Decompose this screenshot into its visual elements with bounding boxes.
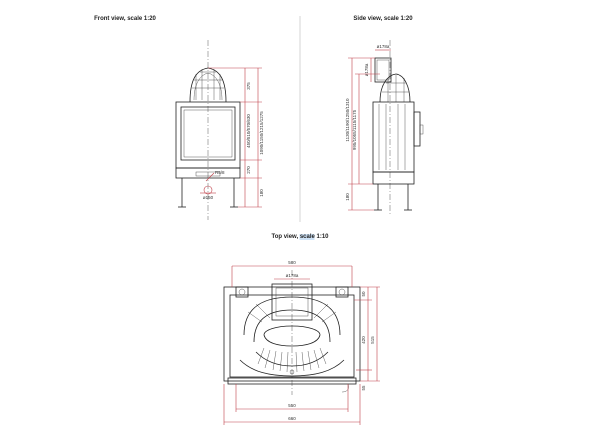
top-front-arc (239, 359, 345, 377)
top-radial-rib (247, 311, 263, 323)
dim-label-r: R5/8 (215, 170, 225, 175)
dim-label-180: 180 (259, 189, 264, 197)
top-grate-rib (279, 351, 283, 372)
top-bracket-hole (338, 288, 346, 296)
top-cable (341, 383, 349, 393)
top-view-drawing (223, 270, 361, 395)
top-bracket-hole (238, 288, 246, 296)
dim-label-top-duct: ø178a (286, 273, 299, 278)
dim-label-heights: 450/510/570/630 (246, 114, 251, 148)
top-front-plate (227, 377, 357, 385)
top-flue-inner (275, 287, 309, 317)
front-air-inlet (203, 185, 213, 195)
top-view-title-selected: scale (299, 234, 315, 240)
dim-label-side-180: 180 (345, 193, 350, 201)
top-radial-rib (313, 303, 329, 319)
top-grate-rib (264, 349, 271, 369)
top-firebox-outer-arc (243, 296, 341, 336)
dim-label-total: 1090/1150/1215/1275 (259, 111, 264, 155)
front-air-slot (195, 171, 221, 177)
front-glass-inner (183, 109, 233, 158)
dim-label-580: 580 (288, 260, 296, 265)
front-glass-door (180, 106, 236, 161)
top-grate-rib (319, 347, 327, 365)
dim-label-side-mid: 995/1055/1115/1175 (352, 109, 357, 150)
side-dome (379, 73, 411, 103)
top-bracket (235, 286, 249, 298)
front-base (175, 167, 241, 179)
dim-label-660: 660 (288, 416, 296, 421)
top-grate-rib (286, 351, 289, 373)
top-grate-rib (295, 351, 298, 373)
top-radial-rib (321, 311, 337, 323)
top-view-title-prefix: Top view, (271, 234, 300, 240)
dim-label-270: 270 (246, 166, 251, 174)
front-dimensions: 375 450/510/570/630 1090/1150/1215/1275 … (200, 67, 264, 208)
side-flue-inner (376, 59, 390, 81)
top-dimensions: 580 ø178a 50 420 515 55 550 660 (223, 260, 380, 425)
side-view-drawing (372, 40, 424, 215)
dim-label-side-total: 1130/1190/1250/1310 (345, 98, 350, 142)
top-outer-frame (223, 286, 361, 382)
top-grate-rib (272, 350, 277, 371)
top-grate-rib (257, 347, 265, 365)
dim-label-550: 550 (288, 403, 296, 408)
front-view-title: Front view, scale 1:20 (94, 16, 156, 22)
side-base (372, 171, 415, 185)
top-bracket (335, 286, 349, 298)
side-door-handle (419, 124, 424, 135)
top-view-title-suffix: 1:10 (314, 234, 329, 240)
dim-label-55: 55 (361, 385, 366, 391)
top-grate-rib (301, 351, 305, 372)
side-flue-duct (374, 57, 392, 83)
side-view-title: Side view, scale 1:20 (353, 16, 413, 22)
dim-label-side-top: ø178a (377, 44, 390, 49)
top-firebox-center (263, 325, 321, 347)
dimension-leader (205, 172, 215, 182)
top-grate-rib (313, 349, 320, 369)
top-inner-frame (229, 294, 355, 378)
dim-label-50: 50 (361, 291, 366, 297)
top-grate-rib (307, 350, 312, 371)
top-front-knob (289, 369, 295, 375)
dim-label-375: 375 (246, 82, 251, 90)
dim-label-420: 420 (361, 336, 366, 344)
side-door-handle-plate (413, 111, 421, 147)
top-firebox-mid-arc (253, 309, 331, 343)
front-view-drawing (175, 40, 241, 220)
dim-label-150: ø150 (203, 195, 214, 200)
top-flue-collar (271, 283, 313, 321)
top-radial-rib (255, 303, 271, 319)
top-view-title: Top view, scale 1:10 (271, 234, 329, 240)
dim-label-side-duct: ø178a (364, 63, 369, 76)
side-dimensions: ø178a ø178a 1130/1190/1250/1310 995/1055… (345, 44, 391, 211)
dim-label-515: 515 (370, 336, 375, 344)
top-grate-arc (255, 351, 329, 367)
